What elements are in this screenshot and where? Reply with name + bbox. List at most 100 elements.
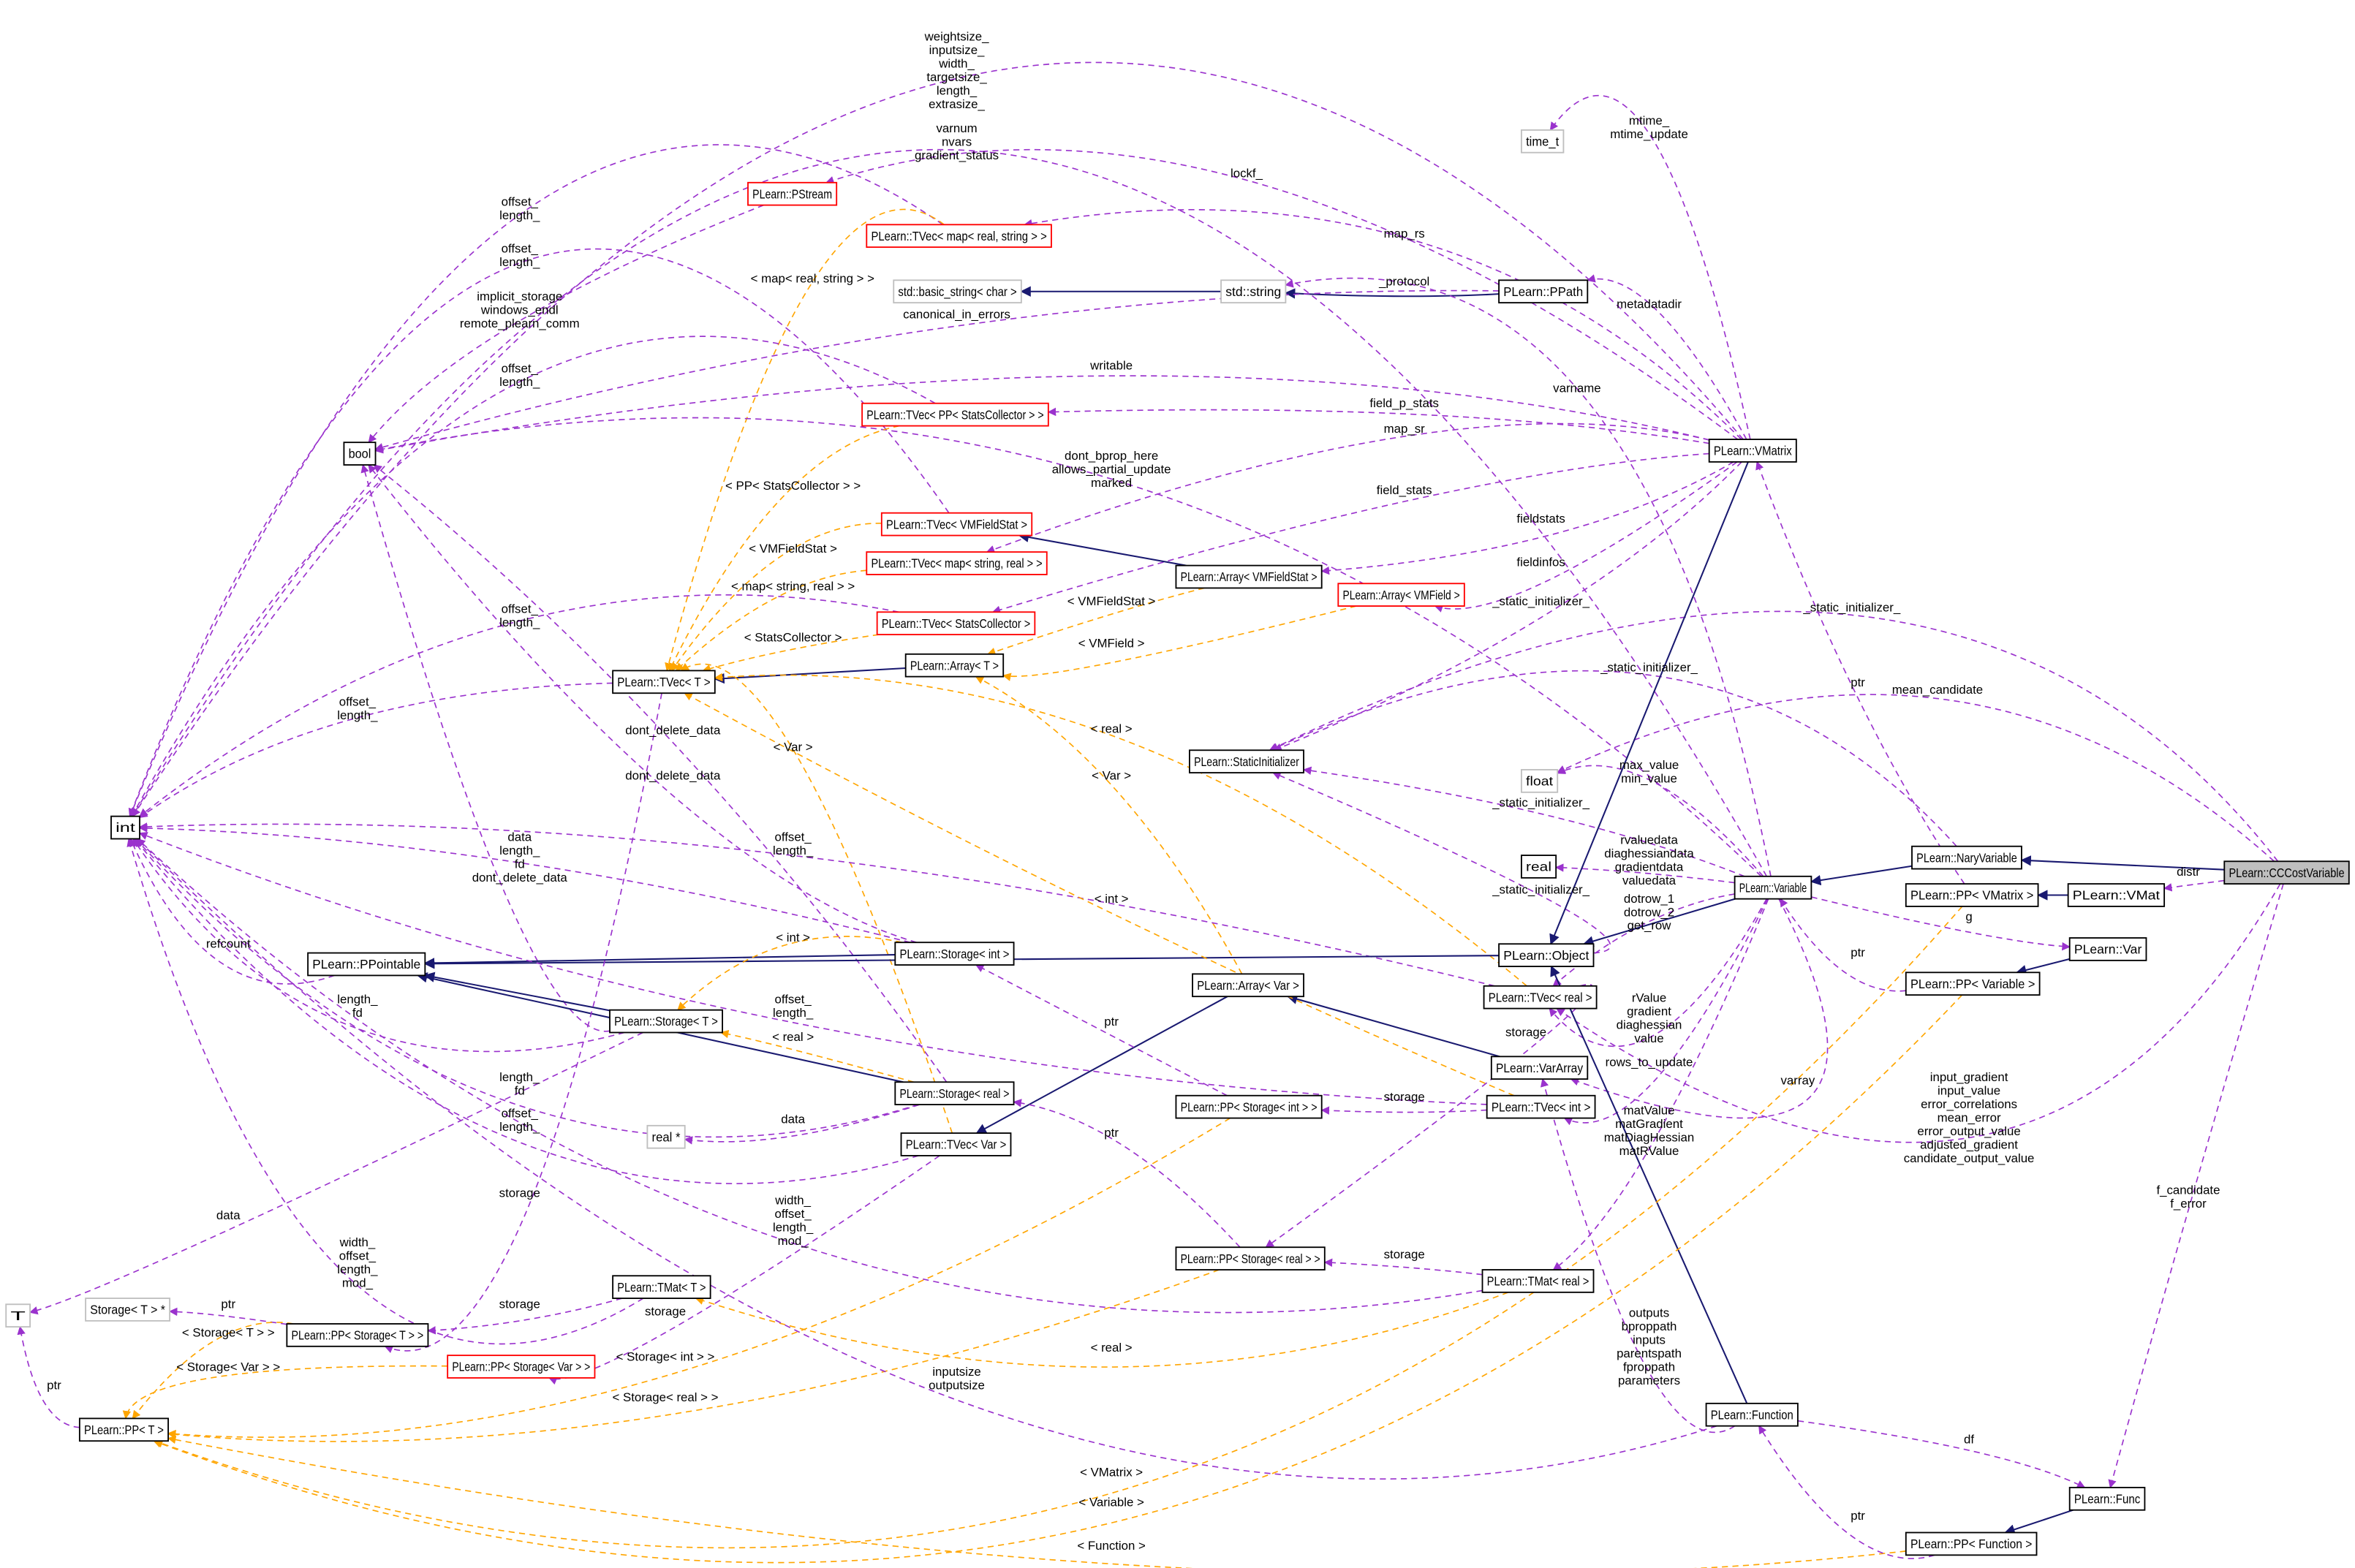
node-tvec-map-sr[interactable]: PLearn::TVec< map< string, real > > [866, 551, 1048, 575]
edge-label: ptr [1104, 1126, 1119, 1140]
node-pp-storage-t[interactable]: PLearn::PP< Storage< T > > [286, 1323, 429, 1347]
edge-label: offset_length_ [499, 602, 540, 629]
node-storage-real[interactable]: PLearn::Storage< real > [894, 1081, 1015, 1105]
node-tmat-t[interactable]: PLearn::TMat< T > [612, 1275, 711, 1299]
node-time-t[interactable]: time_t [1520, 129, 1565, 154]
edge-label-line: < VMFieldStat > [1067, 594, 1156, 608]
edge-label: storage [499, 1186, 540, 1200]
edge-label-line: length_ [499, 844, 540, 857]
edge-label: < VMFieldStat > [749, 542, 837, 556]
node-nary[interactable]: PLearn::NaryVariable [1911, 845, 2022, 870]
node-vararray[interactable]: PLearn::VarArray [1490, 1056, 1589, 1080]
node-var[interactable]: PLearn::Var [2068, 937, 2147, 961]
node-pp-storage-real[interactable]: PLearn::PP< Storage< real > > [1175, 1246, 1326, 1270]
edge-label: < Var > [1092, 768, 1131, 782]
node-array-vmfs[interactable]: PLearn::Array< VMFieldStat > [1175, 564, 1323, 589]
node-tmat-real[interactable]: PLearn::TMat< real > [1481, 1269, 1595, 1293]
node-function[interactable]: PLearn::Function [1705, 1402, 1799, 1427]
edge-template-tvec_sc-to-tvec_t [702, 634, 880, 673]
edge-member-vmatrix-to-tvec_sc [991, 452, 1709, 614]
edge-template-storage_int-to-storage_t [677, 936, 902, 1011]
edge-label: < StatsCollector > [744, 630, 842, 644]
node-box [1520, 855, 1557, 879]
node-variable[interactable]: PLearn::Variable [1734, 875, 1812, 900]
node-real[interactable]: real [1520, 855, 1557, 879]
node-bool[interactable]: bool [343, 442, 377, 466]
edge-label-line: offset_ [502, 241, 539, 255]
node-ppath[interactable]: PLearn::PPath [1498, 279, 1589, 304]
node-storage-t[interactable]: PLearn::Storage< T > [609, 1009, 723, 1034]
node-tvec-sc[interactable]: PLearn::TVec< StatsCollector > [876, 611, 1036, 636]
node-pp-storage-var[interactable]: PLearn::PP< Storage< Var > > [447, 1355, 596, 1379]
edge-label: mean_candidate [1892, 683, 1983, 697]
node-t[interactable]: T [5, 1303, 31, 1328]
node-box [646, 1124, 686, 1149]
node-storage-t-ptr[interactable]: Storage< T > * [85, 1298, 171, 1322]
edge-member-function-to-func [1797, 1420, 2086, 1488]
edge-label-line: ptr [1104, 1126, 1119, 1140]
edge-label-line: nvars [942, 135, 972, 148]
node-static-init[interactable]: PLearn::StaticInitializer [1189, 749, 1304, 774]
node-pp-function[interactable]: PLearn::PP< Function > [1905, 1531, 2038, 1556]
edge-label-line: storage [645, 1305, 686, 1319]
edge-label-line: offset_ [339, 1249, 377, 1263]
node-array-vmf[interactable]: PLearn::Array< VMField > [1337, 583, 1465, 607]
node-box [1498, 943, 1595, 968]
node-tvec-map-rs[interactable]: PLearn::TVec< map< real, string > > [866, 224, 1052, 249]
edge-member-tvec_var-to-int [134, 838, 919, 1184]
edge-template-tvec_var-to-tvec_t [680, 662, 953, 1134]
node-vmatrix[interactable]: PLearn::VMatrix [1708, 439, 1797, 463]
node-cccost[interactable]: PLearn::CCCostVariable [2223, 860, 2350, 885]
node-std-string[interactable]: std::string [1220, 279, 1287, 304]
node-box [609, 1009, 723, 1034]
node-float[interactable]: float [1520, 769, 1559, 793]
node-tvec-var[interactable]: PLearn::TVec< Var > [900, 1132, 1012, 1156]
edge-member-tvec_pp_sc-to-int [131, 336, 936, 817]
node-tvec-vmfs[interactable]: PLearn::TVec< VMFieldStat > [880, 512, 1033, 537]
node-int[interactable]: int [110, 815, 140, 840]
edge-label-line: length_ [937, 84, 978, 98]
edge-label: offset_length_ [499, 241, 540, 268]
node-pp-t[interactable]: PLearn::PP< T > [78, 1417, 169, 1442]
node-ppointable[interactable]: PLearn::PPointable [307, 952, 426, 977]
edge-label: lockf_ [1231, 167, 1263, 181]
node-pp-storage-int[interactable]: PLearn::PP< Storage< int > > [1175, 1094, 1323, 1119]
edge-label: < Variable > [1078, 1496, 1144, 1510]
node-tvec-t[interactable]: PLearn::TVec< T > [612, 670, 716, 694]
edge-template-tvec_pp_sc-to-tvec_t [668, 425, 900, 672]
edge-template-pp_storage_real-to-pp_t [167, 1269, 1220, 1442]
node-pstream[interactable]: PLearn::PStream [747, 181, 838, 206]
edge-label-line: error_correlations [1921, 1097, 2017, 1111]
node-array-var[interactable]: PLearn::Array< Var > [1192, 973, 1304, 998]
node-label: PLearn::PP< VMatrix > [1910, 888, 2033, 903]
node-storage-int[interactable]: PLearn::Storage< int > [894, 942, 1015, 966]
node-array-t[interactable]: PLearn::Array< T > [904, 653, 1005, 678]
node-pp-variable[interactable]: PLearn::PP< Variable > [1905, 972, 2041, 996]
node-func[interactable]: PLearn::Func [2068, 1486, 2146, 1511]
edge-label-line: < Function > [1077, 1539, 1146, 1553]
edge-member-variable-to-tvec_int [1563, 898, 1769, 1126]
node-object[interactable]: PLearn::Object [1498, 943, 1595, 968]
edge-label-line: input_value [1938, 1084, 2000, 1098]
node-basic-string[interactable]: std::basic_string< char > [893, 279, 1022, 304]
edge-member-vmatrix-to-time_t [1549, 94, 1751, 440]
node-box [1498, 279, 1589, 304]
node-tvec-int[interactable]: PLearn::TVec< int > [1486, 1094, 1596, 1119]
edge-member-vmatrix-to-array_vmf [1434, 461, 1738, 613]
edge-label: < PP< StatsCollector > > [725, 479, 861, 493]
node-pp-vmatrix[interactable]: PLearn::PP< VMatrix > [1905, 883, 2039, 907]
edge-label-line: outputsize [929, 1378, 985, 1392]
edge-label-line: storage [1384, 1090, 1425, 1104]
node-vmat[interactable]: PLearn::VMat [2067, 883, 2166, 907]
edge-label: < real > [1091, 722, 1133, 736]
node-tvec-pp-sc[interactable]: PLearn::TVec< PP< StatsCollector > > [861, 402, 1049, 427]
edge-member-tvec_t-to-int [139, 682, 613, 818]
node-tvec-real[interactable]: PLearn::TVec< real > [1483, 985, 1598, 1010]
edge-label-line: ptr [1104, 1015, 1119, 1029]
node-real-ptr[interactable]: real * [646, 1124, 686, 1149]
edge-inherit-cccost-to-nary [2020, 855, 2225, 871]
edge-label-line: width_ [339, 1235, 376, 1249]
edge-label: ptr [1104, 1015, 1119, 1029]
